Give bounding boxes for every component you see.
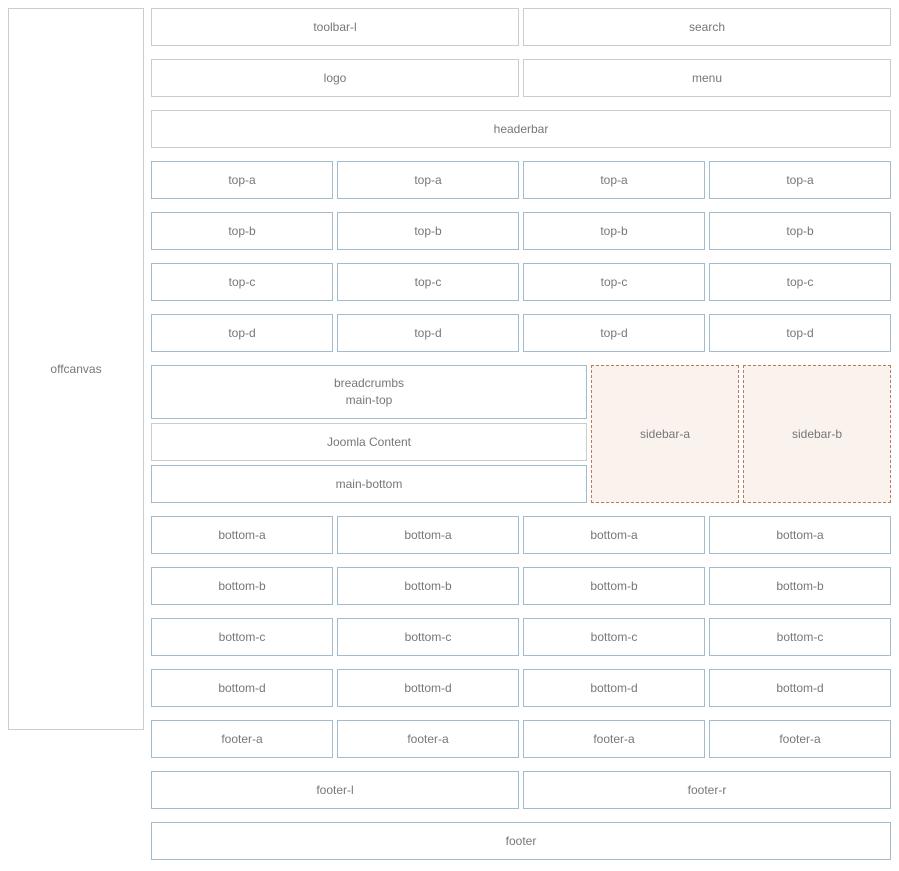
- position-top-d: top-d: [337, 314, 519, 352]
- position-top-c: top-c: [709, 263, 891, 301]
- logo-row: logo menu: [151, 59, 891, 97]
- bottom-d-row: bottom-d bottom-d bottom-d bottom-d: [151, 669, 891, 707]
- position-bottom-a: bottom-a: [523, 516, 705, 554]
- position-top-b: top-b: [523, 212, 705, 250]
- position-offcanvas: offcanvas: [8, 8, 144, 730]
- position-sidebar-a: sidebar-a: [591, 365, 739, 503]
- position-logo: logo: [151, 59, 519, 97]
- footer-row: footer: [151, 822, 891, 860]
- position-bottom-c: bottom-c: [523, 618, 705, 656]
- position-bottom-b: bottom-b: [523, 567, 705, 605]
- position-search: search: [523, 8, 891, 46]
- breadcrumbs-label: breadcrumbs: [333, 376, 405, 390]
- bottom-b-row: bottom-b bottom-b bottom-b bottom-b: [151, 567, 891, 605]
- top-c-row: top-c top-c top-c top-c: [151, 263, 891, 301]
- headerbar-row: headerbar: [151, 110, 891, 148]
- position-bottom-a: bottom-a: [709, 516, 891, 554]
- top-b-row: top-b top-b top-b top-b: [151, 212, 891, 250]
- position-joomla-content: Joomla Content: [151, 423, 587, 461]
- position-bottom-c: bottom-c: [709, 618, 891, 656]
- position-bottom-b: bottom-b: [337, 567, 519, 605]
- position-menu: menu: [523, 59, 891, 97]
- position-bottom-d: bottom-d: [337, 669, 519, 707]
- position-sidebar-b: sidebar-b: [743, 365, 891, 503]
- position-top-a: top-a: [523, 161, 705, 199]
- position-top-a: top-a: [337, 161, 519, 199]
- main-content-column: breadcrumbs main-top Joomla Content main…: [151, 365, 587, 503]
- position-bottom-c: bottom-c: [337, 618, 519, 656]
- main-column: toolbar-l search logo menu headerbar top…: [151, 8, 891, 860]
- position-top-b: top-b: [151, 212, 333, 250]
- position-footer: footer: [151, 822, 891, 860]
- position-footer-a: footer-a: [523, 720, 705, 758]
- position-top-c: top-c: [523, 263, 705, 301]
- position-top-b: top-b: [709, 212, 891, 250]
- position-footer-r: footer-r: [523, 771, 891, 809]
- top-a-row: top-a top-a top-a top-a: [151, 161, 891, 199]
- toolbar-row: toolbar-l search: [151, 8, 891, 46]
- position-top-c: top-c: [337, 263, 519, 301]
- position-top-b: top-b: [337, 212, 519, 250]
- position-top-a: top-a: [151, 161, 333, 199]
- main-section: breadcrumbs main-top Joomla Content main…: [151, 365, 891, 503]
- position-bottom-c: bottom-c: [151, 618, 333, 656]
- position-breadcrumbs-main-top: breadcrumbs main-top: [151, 365, 587, 419]
- footer-lr-row: footer-l footer-r: [151, 771, 891, 809]
- position-bottom-d: bottom-d: [709, 669, 891, 707]
- position-bottom-a: bottom-a: [337, 516, 519, 554]
- position-top-c: top-c: [151, 263, 333, 301]
- bottom-a-row: bottom-a bottom-a bottom-a bottom-a: [151, 516, 891, 554]
- position-toolbar-l: toolbar-l: [151, 8, 519, 46]
- position-top-d: top-d: [523, 314, 705, 352]
- top-d-row: top-d top-d top-d top-d: [151, 314, 891, 352]
- footer-a-row: footer-a footer-a footer-a footer-a: [151, 720, 891, 758]
- position-bottom-d: bottom-d: [151, 669, 333, 707]
- position-top-d: top-d: [151, 314, 333, 352]
- position-footer-a: footer-a: [709, 720, 891, 758]
- position-top-d: top-d: [709, 314, 891, 352]
- position-main-bottom: main-bottom: [151, 465, 587, 503]
- main-top-label: main-top: [345, 393, 393, 407]
- position-headerbar: headerbar: [151, 110, 891, 148]
- position-footer-l: footer-l: [151, 771, 519, 809]
- position-bottom-b: bottom-b: [709, 567, 891, 605]
- position-bottom-a: bottom-a: [151, 516, 333, 554]
- position-footer-a: footer-a: [151, 720, 333, 758]
- position-bottom-b: bottom-b: [151, 567, 333, 605]
- position-bottom-d: bottom-d: [523, 669, 705, 707]
- position-footer-a: footer-a: [337, 720, 519, 758]
- bottom-c-row: bottom-c bottom-c bottom-c bottom-c: [151, 618, 891, 656]
- position-top-a: top-a: [709, 161, 891, 199]
